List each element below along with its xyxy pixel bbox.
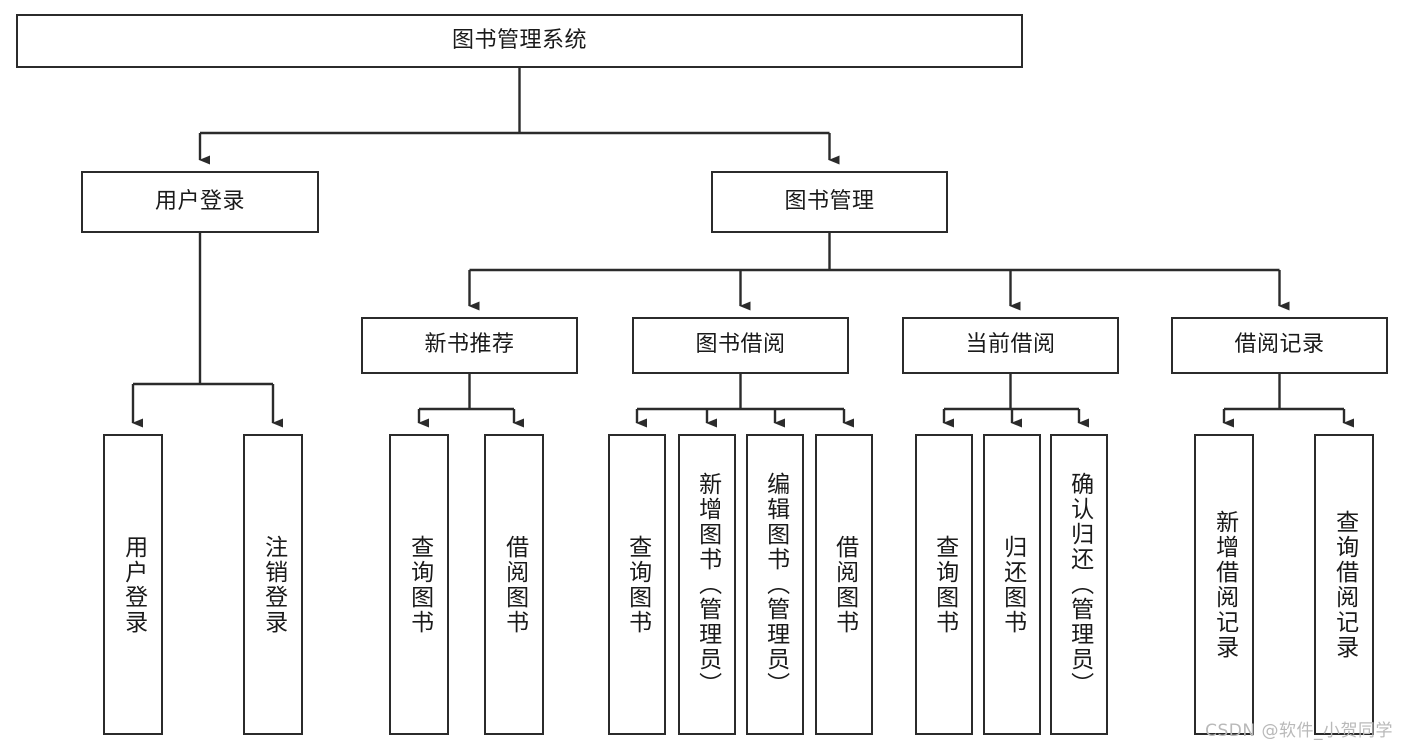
node-root[interactable]: 图书管理系统 — [16, 14, 1023, 68]
node-l-query3[interactable]: 查询图书 — [915, 434, 973, 735]
node-label-l-queryrec: 查询借阅记录 — [1331, 509, 1358, 660]
node-l-queryrec[interactable]: 查询借阅记录 — [1314, 434, 1374, 735]
node-label-login: 用户登录 — [154, 188, 245, 214]
node-l-logout[interactable]: 注销登录 — [243, 434, 303, 735]
node-l-query2[interactable]: 查询图书 — [608, 434, 666, 735]
node-l-query1[interactable]: 查询图书 — [389, 434, 449, 735]
edge-group — [131, 68, 1354, 428]
node-label-l-confirm: 确认归还（管理员） — [1066, 472, 1093, 697]
node-label-l-add: 新增图书（管理员） — [694, 472, 721, 697]
node-label-records: 借阅记录 — [1234, 332, 1325, 358]
node-l-addrec[interactable]: 新增借阅记录 — [1194, 434, 1254, 735]
node-label-current: 当前借阅 — [965, 332, 1056, 358]
node-l-borrow2[interactable]: 借阅图书 — [815, 434, 873, 735]
node-records[interactable]: 借阅记录 — [1171, 317, 1388, 374]
node-label-bookmgmt: 图书管理 — [784, 188, 875, 214]
node-label-root: 图书管理系统 — [451, 27, 587, 53]
node-label-l-query1: 查询图书 — [406, 534, 433, 635]
node-label-borrow: 图书借阅 — [695, 332, 786, 358]
node-l-edit[interactable]: 编辑图书（管理员） — [746, 434, 804, 735]
node-borrow[interactable]: 图书借阅 — [632, 317, 849, 374]
node-bookmgmt[interactable]: 图书管理 — [711, 171, 948, 233]
node-label-l-addrec: 新增借阅记录 — [1211, 509, 1238, 660]
node-login[interactable]: 用户登录 — [81, 171, 319, 233]
node-label-l-login: 用户登录 — [120, 534, 147, 635]
node-l-add[interactable]: 新增图书（管理员） — [678, 434, 736, 735]
node-l-return[interactable]: 归还图书 — [983, 434, 1041, 735]
node-l-borrow1[interactable]: 借阅图书 — [484, 434, 544, 735]
node-label-l-logout: 注销登录 — [260, 534, 287, 635]
node-label-newbook: 新书推荐 — [424, 332, 515, 358]
node-l-confirm[interactable]: 确认归还（管理员） — [1050, 434, 1108, 735]
node-l-login[interactable]: 用户登录 — [103, 434, 163, 735]
node-label-l-query2: 查询图书 — [624, 534, 651, 635]
node-newbook[interactable]: 新书推荐 — [361, 317, 578, 374]
node-current[interactable]: 当前借阅 — [902, 317, 1119, 374]
node-label-l-query3: 查询图书 — [931, 534, 958, 635]
node-label-l-return: 归还图书 — [999, 534, 1026, 635]
node-label-l-edit: 编辑图书（管理员） — [762, 472, 789, 697]
node-label-l-borrow2: 借阅图书 — [831, 534, 858, 635]
node-label-l-borrow1: 借阅图书 — [501, 534, 528, 635]
